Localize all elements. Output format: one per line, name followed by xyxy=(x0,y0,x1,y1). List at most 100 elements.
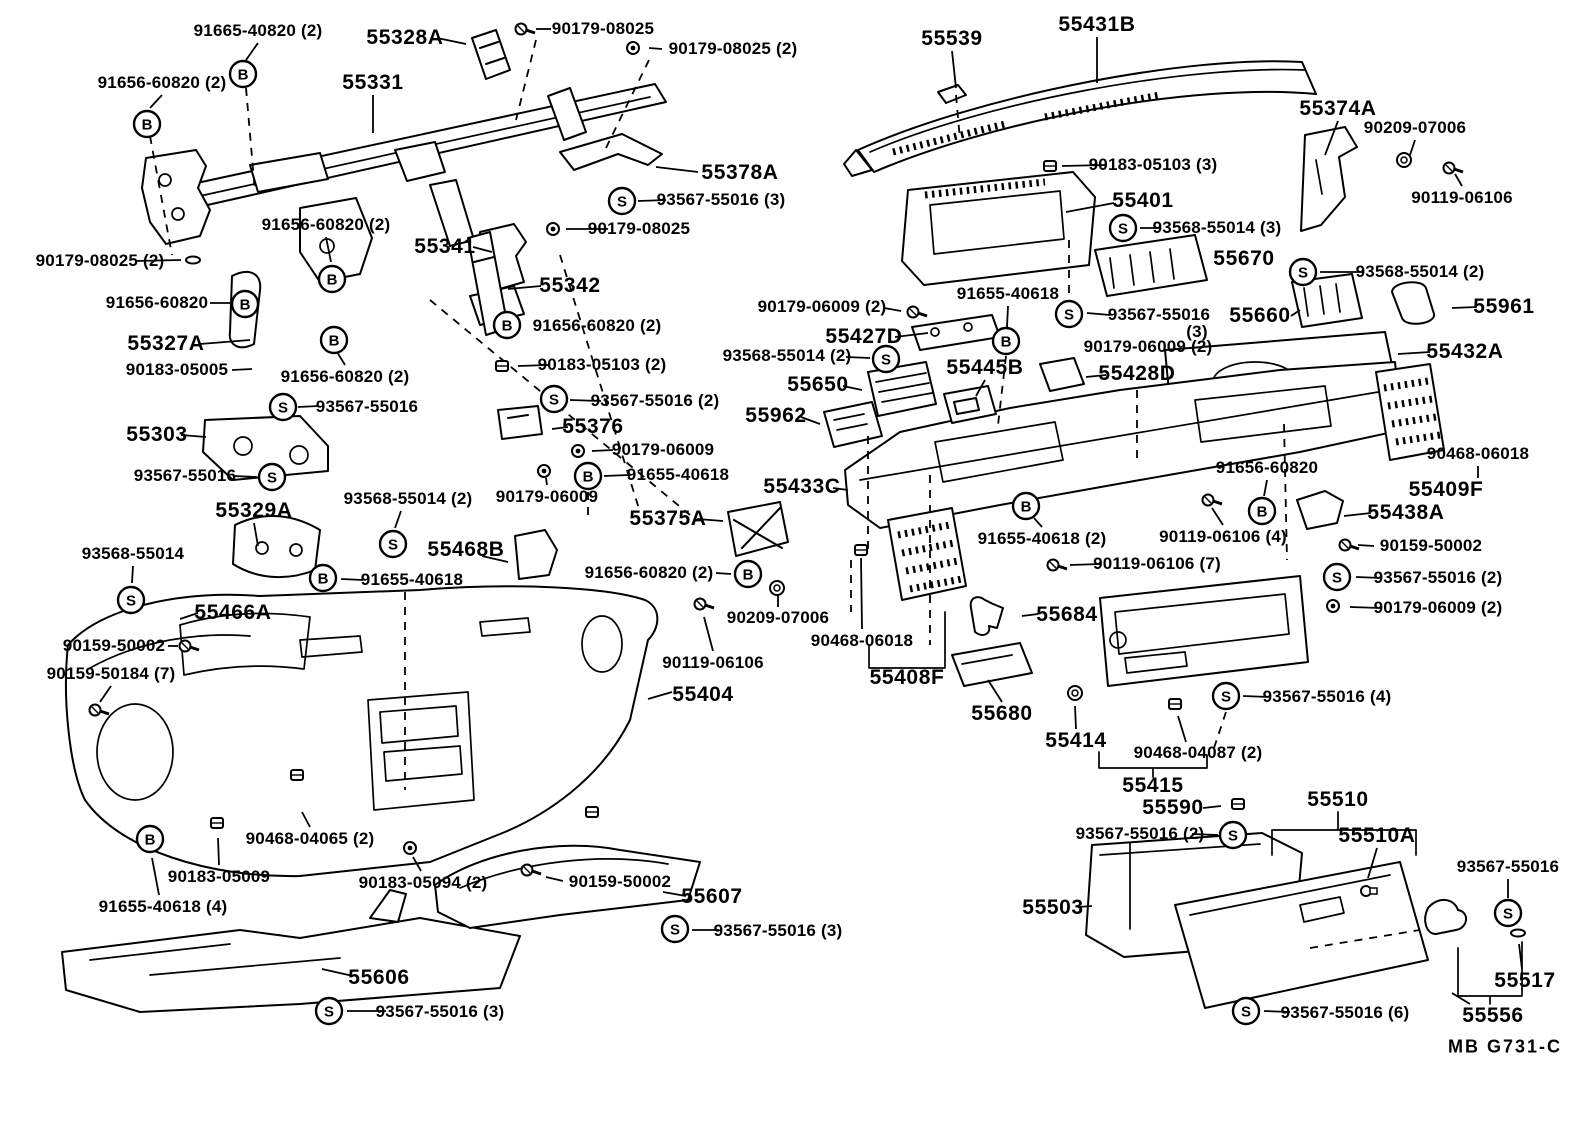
part-number-label: 93568-55014 xyxy=(81,544,185,564)
leader-line xyxy=(1086,312,1111,316)
part-55684-clip-bracket xyxy=(969,596,1004,636)
svg-text:B: B xyxy=(1021,499,1032,516)
svg-text:B: B xyxy=(1001,334,1012,351)
part-number-label: 90183-05103 (2) xyxy=(537,355,667,375)
part-number-label: 90468-04087 (2) xyxy=(1133,743,1263,763)
part-number-label: 91656-60820 (2) xyxy=(584,563,714,583)
svg-text:B: B xyxy=(1257,504,1268,521)
leader-line xyxy=(800,416,821,425)
svg-text:B: B xyxy=(583,469,594,486)
marker-S: S xyxy=(1211,681,1241,711)
part-number-label: 93567-55016 (2) xyxy=(590,391,720,411)
leader-line-dashed xyxy=(605,59,650,149)
fastener-clip-icon xyxy=(1043,160,1057,172)
part-number-label: 55408F xyxy=(869,665,945,689)
part-number-label: 90179-06009 (2) xyxy=(757,297,887,317)
svg-text:S: S xyxy=(881,352,891,369)
leader-line xyxy=(1324,120,1339,156)
fastener-grommet-icon xyxy=(1067,685,1083,701)
marker-B: B xyxy=(492,310,522,340)
marker-S: S xyxy=(1322,562,1352,592)
svg-text:B: B xyxy=(145,832,156,849)
part-number-label: 55327A xyxy=(127,331,205,355)
svg-text:S: S xyxy=(670,922,680,939)
leader-line xyxy=(297,405,320,408)
part-number-label: 93567-55016 (3) xyxy=(713,921,843,941)
leader-line xyxy=(99,685,112,703)
svg-text:S: S xyxy=(126,593,136,610)
part-number-label: 55650 xyxy=(787,372,849,396)
part-55408f-speaker-grille xyxy=(887,507,967,601)
part-number-label: 91656-60820 (2) xyxy=(280,367,410,387)
fastener-screw-icon xyxy=(906,305,928,319)
part-number-label: 93567-55016 (3) xyxy=(656,190,786,210)
fastener-clip-icon xyxy=(495,360,509,372)
leader-line xyxy=(551,426,569,430)
part-number-label: 55415 xyxy=(1122,773,1184,797)
svg-text:B: B xyxy=(238,67,249,84)
part-number-label: 90179-08025 (2) xyxy=(668,39,798,59)
marker-S: S xyxy=(660,914,690,944)
svg-text:B: B xyxy=(240,297,251,314)
part-number-label: 90119-06106 xyxy=(662,653,764,673)
part-55670-center-vent xyxy=(1094,234,1208,297)
svg-text:S: S xyxy=(1298,265,1308,282)
part-number-label: 90179-06009 (2) xyxy=(1373,598,1503,618)
fastener-bolt-icon xyxy=(1338,538,1360,552)
leader-line xyxy=(472,246,493,253)
leader-line xyxy=(987,679,1003,703)
part-number-label: 91656-60820 (2) xyxy=(261,215,391,235)
leader-line xyxy=(1349,606,1381,609)
part-number-label: 55341 xyxy=(414,234,476,258)
part-number-label: 93567-55016 xyxy=(133,466,237,486)
leader-line-dashed xyxy=(515,39,537,121)
leader-line xyxy=(883,307,902,312)
part-55606-lower-cover xyxy=(61,889,521,1013)
part-number-label: 93568-55014 (2) xyxy=(722,346,852,366)
leader-line xyxy=(1061,164,1106,167)
svg-text:B: B xyxy=(502,318,513,335)
fastener-clip-icon xyxy=(210,817,224,829)
leader-line xyxy=(325,236,332,263)
leader-line xyxy=(637,199,667,202)
part-number-label: 93567-55016 (2) xyxy=(1075,824,1205,844)
svg-text:B: B xyxy=(743,567,754,584)
part-number-label: 93568-55014 (2) xyxy=(1355,262,1485,282)
svg-text:B: B xyxy=(318,571,329,588)
part-number-label: 90159-50184 (7) xyxy=(46,664,176,684)
part-number-label: 90183-05103 (3) xyxy=(1088,155,1218,175)
leader-line xyxy=(253,522,259,547)
svg-text:B: B xyxy=(327,272,338,289)
leader-line xyxy=(545,477,548,486)
part-number-label: 55431B xyxy=(1058,12,1136,36)
leader-line xyxy=(336,351,346,366)
leader-line xyxy=(1069,563,1101,566)
leader-line xyxy=(134,259,182,262)
marker-B: B xyxy=(228,59,258,89)
marker-S: S xyxy=(378,529,408,559)
part-number-label: (3) xyxy=(1186,322,1208,342)
leader-line xyxy=(245,42,259,61)
part-55378a-bracket xyxy=(547,87,663,171)
fastener-clip-icon xyxy=(854,544,868,556)
leader-line-dashed xyxy=(997,355,1007,426)
leader-line xyxy=(1021,613,1039,617)
part-number-label: 90179-06009 (2) xyxy=(1083,337,1213,357)
marker-B: B xyxy=(319,325,349,355)
part-55328a-bracket xyxy=(471,29,511,80)
leader-line xyxy=(1451,306,1478,309)
part-number-label: 55427D xyxy=(825,324,903,348)
fastener-grommet-icon xyxy=(1396,152,1412,168)
part-number-label: 55660 xyxy=(1229,303,1291,327)
part-number-label: 55607 xyxy=(681,884,743,908)
leader-line xyxy=(1077,905,1093,908)
leader-line xyxy=(1177,715,1187,743)
part-55331-reinforcement xyxy=(141,83,667,283)
svg-text:S: S xyxy=(388,537,398,554)
part-55438a-hook xyxy=(1296,490,1344,530)
fastener-clip-icon xyxy=(585,806,599,818)
part-number-label: 91655-40618 (2) xyxy=(977,529,1107,549)
marker-B: B xyxy=(317,264,347,294)
part-number-label: 55303 xyxy=(126,422,188,446)
